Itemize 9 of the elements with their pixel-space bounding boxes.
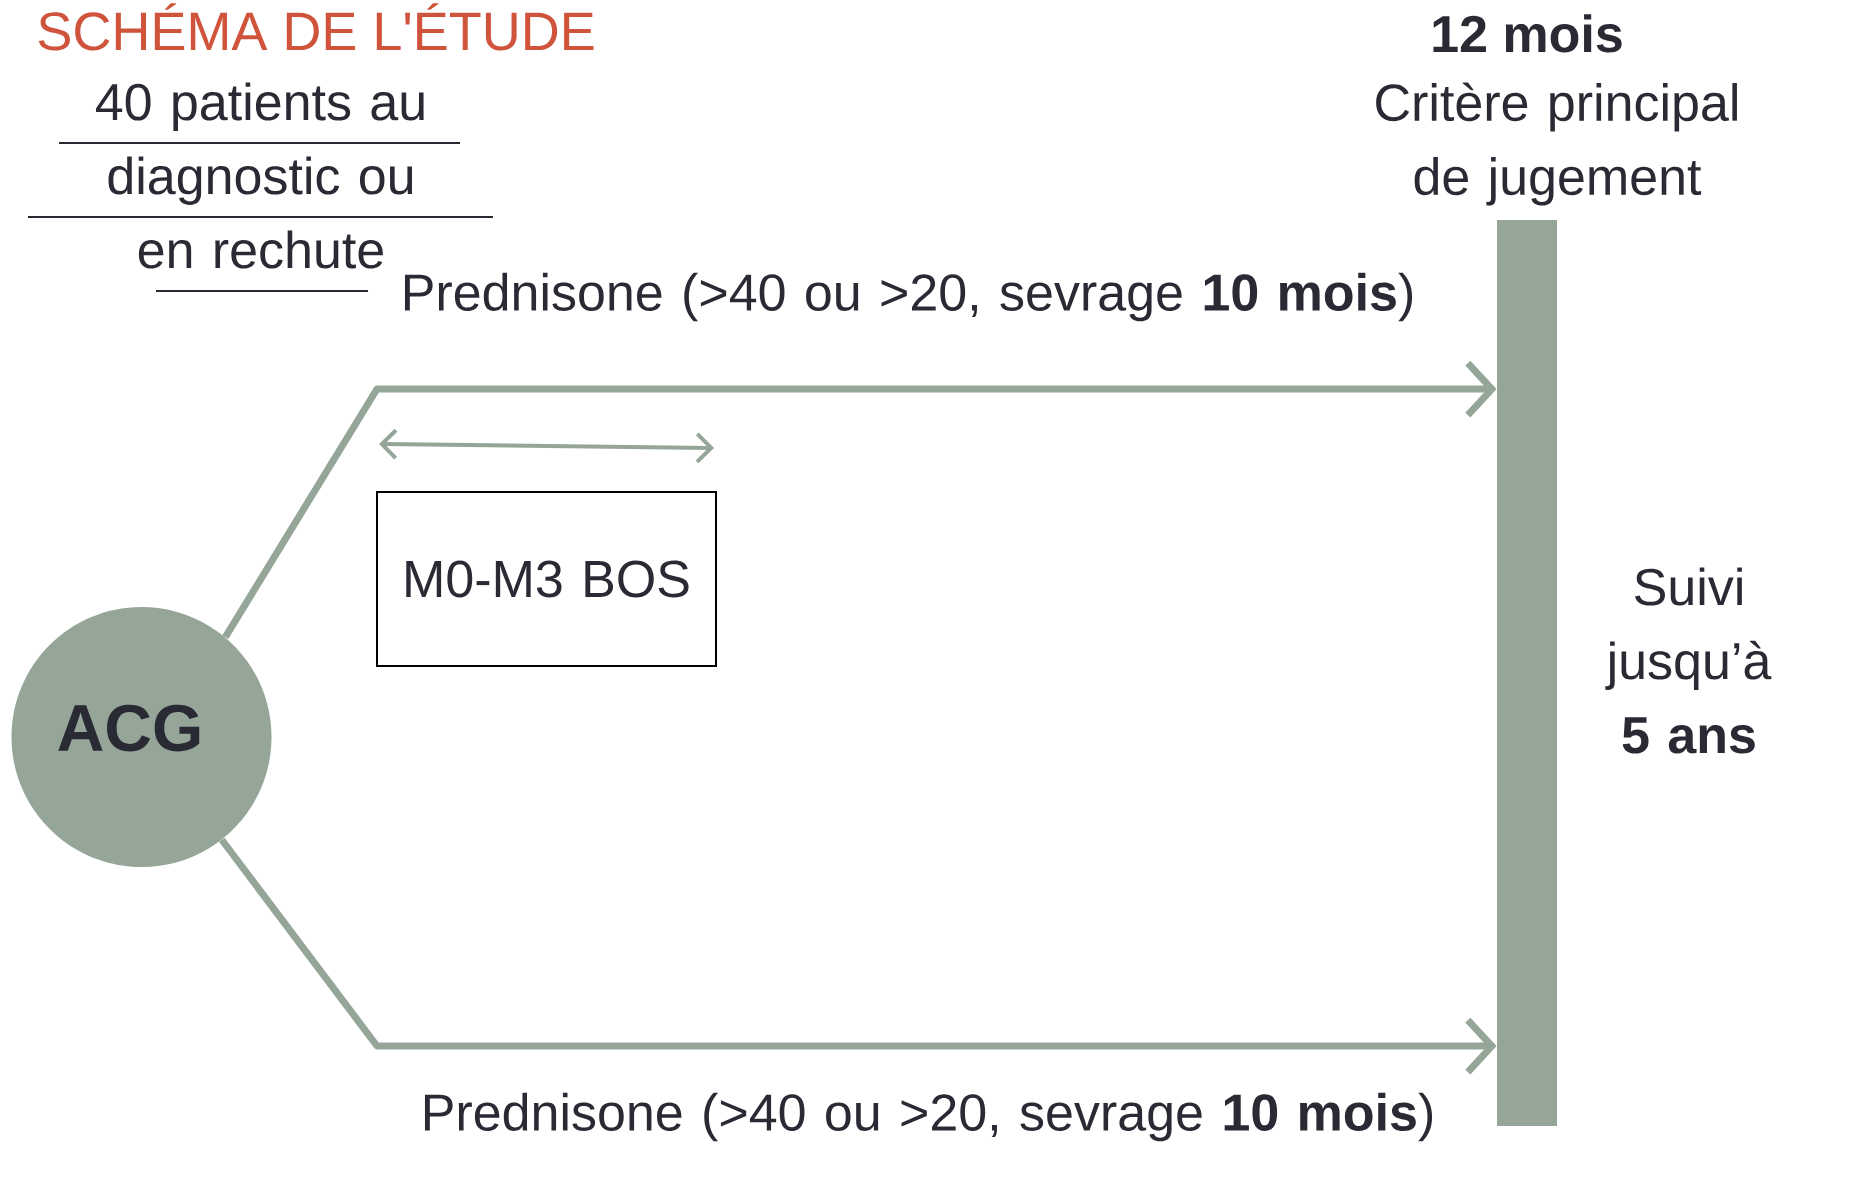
bar-heading: 12 mois bbox=[1433, 14, 1622, 53]
arrow bbox=[222, 360, 1497, 639]
arrow bbox=[219, 837, 1497, 1075]
edge-label: Prednisone (>40 ou >20, sevrage 10 mois) bbox=[404, 272, 1413, 322]
text-box: M0-M3 BOS bbox=[376, 491, 717, 667]
title: SCHÉMA DE L'ÉTUDE bbox=[38, 3, 594, 51]
edge-label: Prednisone (>40 ou >20, sevrage 10 mois) bbox=[424, 1092, 1433, 1142]
side-note: Suivi jusqu’à 5 ans bbox=[1605, 567, 1772, 754]
bar-heading: Critère principal de jugement bbox=[1376, 82, 1737, 206]
